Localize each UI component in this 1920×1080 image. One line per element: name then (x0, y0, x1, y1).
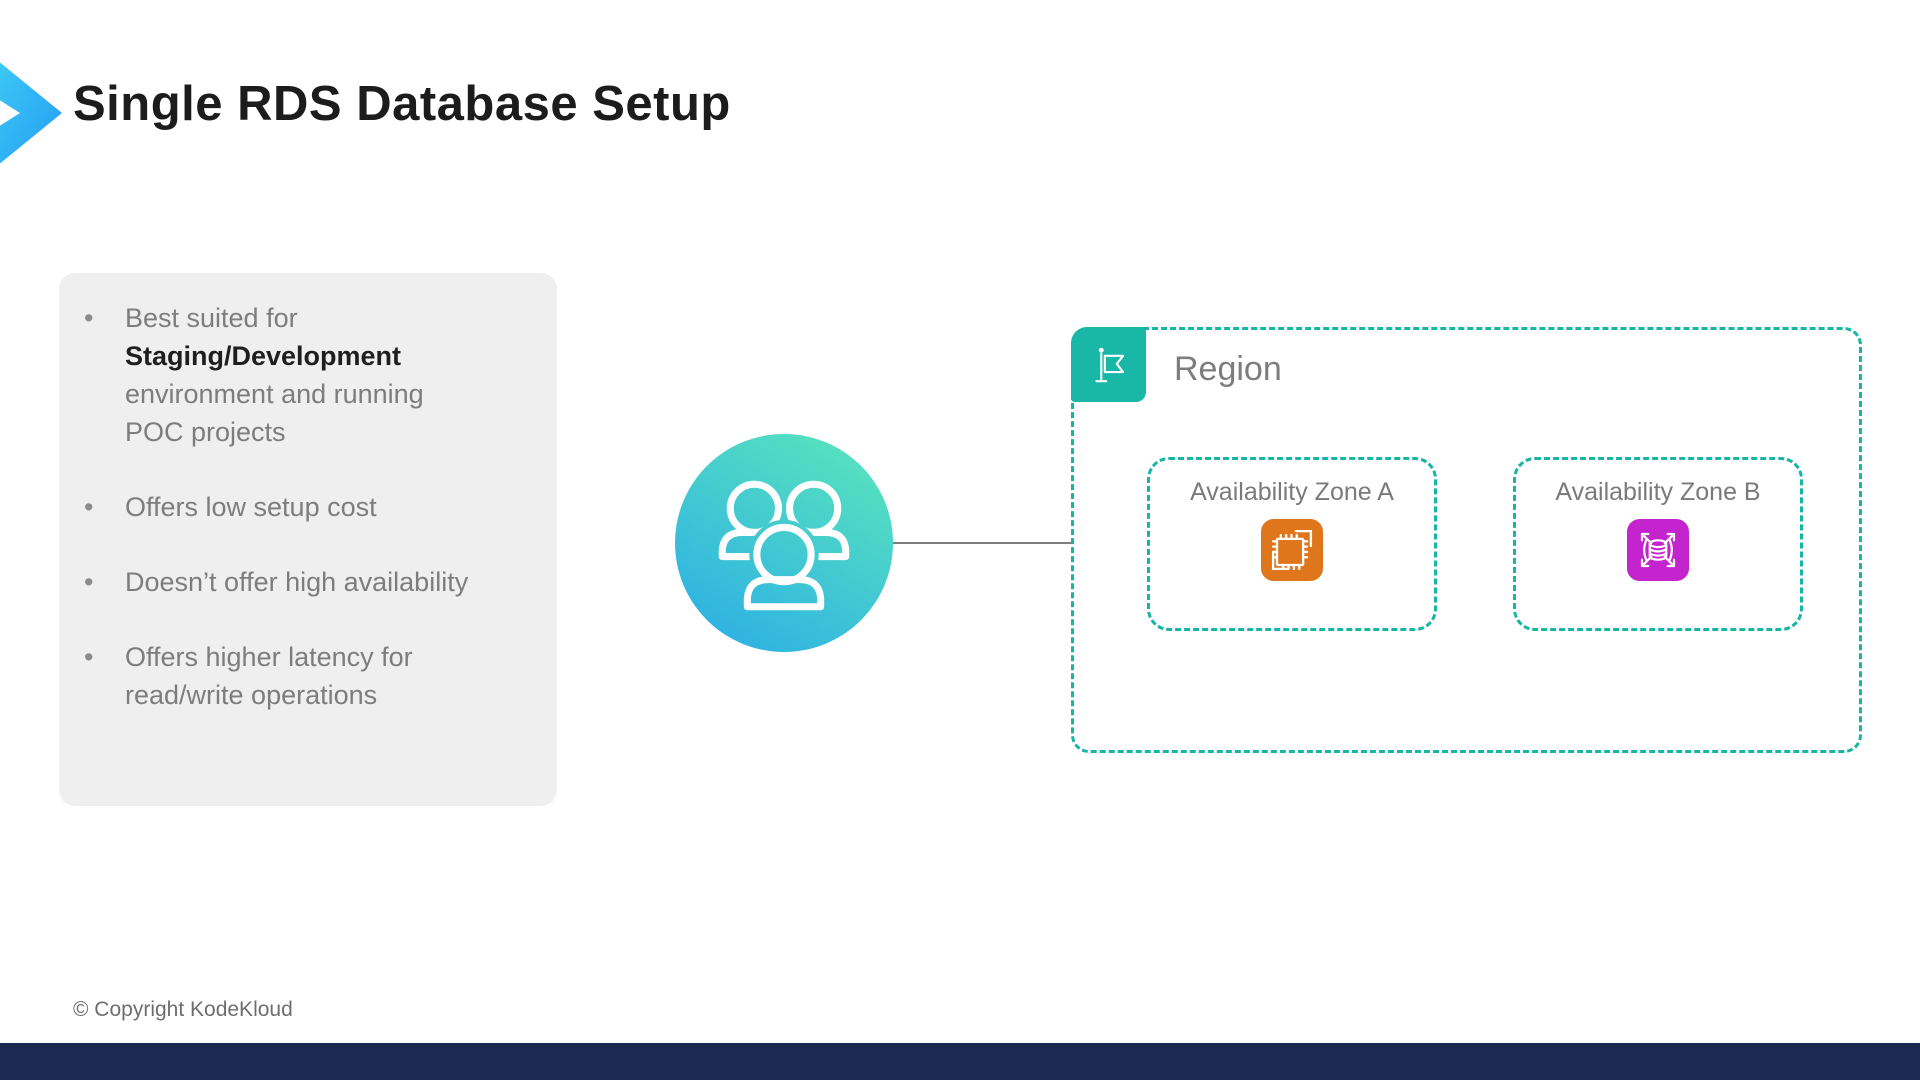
zone-b-label: Availability Zone B (1555, 478, 1761, 506)
flag-icon (1094, 347, 1124, 382)
bullet-dot: • (84, 303, 94, 333)
info-panel: • Best suited for Staging/Development en… (59, 273, 557, 806)
list-item: • Offers higher latency for read/write o… (84, 638, 477, 714)
region-label: Region (1174, 350, 1282, 388)
copyright-text: © Copyright KodeKloud (73, 998, 293, 1021)
zone-a-label: Availability Zone A (1190, 478, 1394, 506)
list-item: • Offers low setup cost (84, 488, 477, 526)
availability-zone-b: Availability Zone B (1513, 457, 1803, 631)
bullet-text: Offers higher latency for read/write ope… (125, 642, 413, 710)
list-item: • Best suited for Staging/Development en… (84, 299, 477, 451)
rds-database-icon (1627, 519, 1689, 581)
users-group-icon (675, 434, 893, 657)
bullet-dot: • (84, 642, 94, 672)
ec2-instance-icon (1261, 519, 1323, 581)
bottom-bar (0, 1043, 1920, 1080)
page-title: Single RDS Database Setup (73, 77, 731, 131)
bullet-text: Best suited for Staging/Development envi… (125, 303, 424, 447)
bullet-list: • Best suited for Staging/Development en… (84, 299, 477, 714)
bullet-dot: • (84, 492, 94, 522)
list-item: • Doesn’t offer high availability (84, 563, 477, 601)
availability-zone-a: Availability Zone A (1147, 457, 1437, 631)
bullet-dot: • (84, 567, 94, 597)
title-chevron-icon (0, 62, 62, 164)
bullet-text: Doesn’t offer high availability (125, 567, 469, 597)
bullet-text: Offers low setup cost (125, 492, 377, 522)
region-flag-badge (1071, 327, 1146, 402)
